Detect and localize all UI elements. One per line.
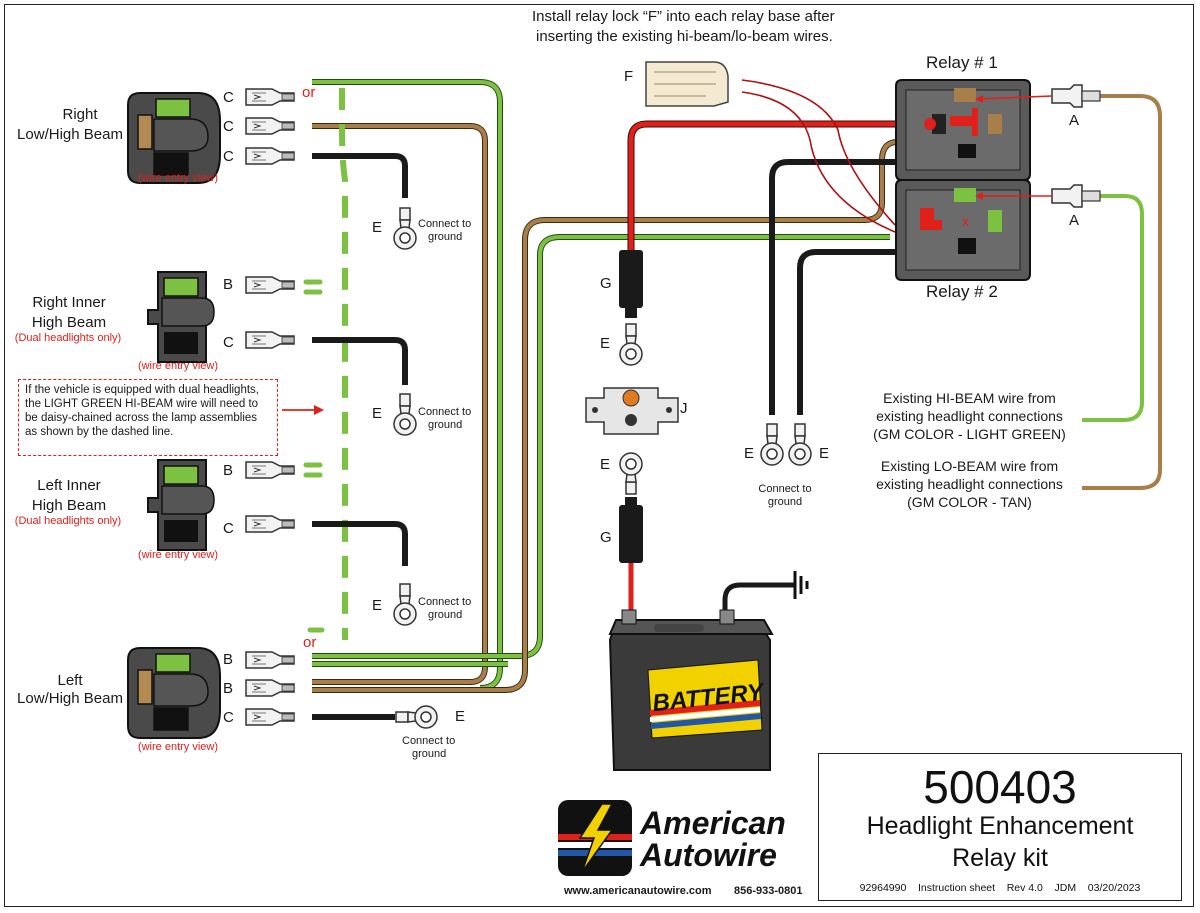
label-c-2: C (223, 118, 234, 135)
black-wire-1 (312, 153, 408, 198)
hi-beam-note-1: Existing HI-BEAM wire from (883, 390, 1056, 406)
relay-2: x (895, 179, 1031, 281)
document-meta: 92964990 Instruction sheet Rev 4.0 JDM 0… (859, 882, 1141, 894)
label-f: F (624, 68, 634, 85)
relay-2-label: Relay # 2 (926, 282, 998, 301)
brand-name-1: American (640, 805, 786, 841)
circuit-breaker (585, 387, 679, 435)
relay-ground-2 (797, 249, 900, 415)
product-title-1: Headlight Enhancement (866, 812, 1134, 840)
left-low-high-connector (127, 647, 221, 739)
label-g-2: G (600, 529, 612, 546)
right-inner-title-2: High Beam (31, 314, 107, 331)
label-b-4: B (223, 680, 234, 697)
ground-note-4b: ground (412, 748, 447, 760)
right-inner-connector (147, 271, 215, 363)
dashed-daisy-chain (339, 88, 348, 640)
left-inner-connector (147, 459, 215, 551)
left-inner-title-2: High Beam (31, 497, 107, 514)
or-text-bottom: or (303, 634, 317, 651)
right-low-high-title-2: Low/High Beam (17, 126, 123, 143)
wires (303, 79, 1162, 720)
right-low-high-title-1: Right (62, 106, 98, 123)
brand-phone: 856-933-0801 (734, 885, 803, 897)
lightning-bolt-icon (558, 800, 632, 876)
relay-ground-1 (769, 159, 900, 415)
ground-note-1a: Connect to (418, 218, 472, 230)
connector-a-2 (1051, 184, 1101, 208)
hi-beam-wire (1082, 194, 1144, 422)
hi-beam-note-2: existing headlight connections (876, 408, 1063, 424)
label-e-3: E (372, 597, 383, 614)
label-e-4: E (455, 708, 466, 725)
label-c-4: C (223, 334, 234, 351)
label-b-1: B (223, 276, 234, 293)
left-low-high-title-2: Low/High Beam (17, 690, 123, 707)
ground-note-2a: Connect to (418, 406, 472, 418)
label-c-5: C (223, 520, 234, 537)
black-wire-2 (312, 337, 408, 385)
right-low-high-connector (127, 92, 221, 184)
part-number: 500403 (923, 761, 1077, 813)
label-e-2: E (372, 405, 383, 422)
connector-a-1 (1051, 84, 1101, 108)
ground-note-4a: Connect to (402, 735, 456, 747)
left-low-high-title-1: Left (57, 672, 83, 689)
wire-entry-note-3: (wire entry view) (137, 549, 219, 561)
label-e-1: E (372, 219, 383, 236)
title-block: 500403 Headlight Enhancement Relay kit 9… (818, 753, 1182, 901)
relay-lock-instruction-2: inserting the existing hi-beam/lo-beam w… (536, 28, 833, 45)
ground-note-2b: ground (428, 419, 463, 431)
lo-beam-note-3: (GM COLOR - TAN) (907, 494, 1032, 510)
ground-symbol-icon (793, 571, 809, 599)
label-e-6: E (600, 456, 611, 473)
label-b-3: B (223, 651, 234, 668)
ground-note-3a: Connect to (418, 596, 472, 608)
label-c-6: C (223, 709, 234, 726)
brand-website: www.americanautowire.com (564, 885, 712, 897)
relay-lock-instruction-1: Install relay lock “F” into each relay b… (532, 8, 835, 25)
relay-lock-f (645, 61, 729, 107)
wire-entry-note-2: (wire entry view) (137, 360, 219, 372)
svg-text:x: x (962, 213, 969, 229)
lo-beam-note-2: existing headlight connections (876, 476, 1063, 492)
wire-entry-note-4: (wire entry view) (137, 741, 219, 753)
ground-note-5b: ground (767, 496, 803, 508)
brand-name-2: Autowire (640, 837, 777, 873)
page-frame (4, 4, 1194, 907)
fuse-holder-top (619, 250, 643, 318)
right-inner-title-1: Right Inner (32, 294, 106, 311)
dual-only-note-2: (Dual headlights only) (14, 515, 122, 527)
label-b-2: B (223, 462, 234, 479)
dual-headlight-note: If the vehicle is equipped with dual hea… (18, 379, 278, 456)
or-text-top: or (302, 84, 316, 101)
wire-entry-note-1: (wire entry view) (137, 172, 219, 184)
dual-only-note-1: (Dual headlights only) (14, 332, 122, 344)
lo-beam-wire (1082, 94, 1162, 490)
label-c-3: C (223, 148, 234, 165)
label-a-1: A (1069, 112, 1080, 129)
label-c-1: C (223, 89, 234, 106)
fuse-holder-bottom (619, 497, 643, 563)
lo-beam-note-1: Existing LO-BEAM wire from (880, 458, 1059, 474)
label-a-2: A (1069, 212, 1080, 229)
label-e-5: E (600, 335, 611, 352)
left-inner-title-1: Left Inner (37, 477, 101, 494)
label-e-8: E (819, 445, 830, 462)
ground-note-5a: Connect to (758, 483, 812, 495)
relay-1 (895, 79, 1031, 181)
ground-note-1b: ground (428, 231, 463, 243)
relay-1-label: Relay # 1 (926, 53, 998, 72)
hi-beam-note-3: (GM COLOR - LIGHT GREEN) (873, 426, 1066, 442)
label-j: J (680, 400, 688, 417)
battery (608, 609, 774, 771)
label-g-1: G (600, 275, 612, 292)
black-wire-3 (312, 521, 408, 566)
ground-note-3b: ground (428, 609, 463, 621)
product-title-2: Relay kit (952, 844, 1048, 872)
label-e-7: E (744, 445, 755, 462)
